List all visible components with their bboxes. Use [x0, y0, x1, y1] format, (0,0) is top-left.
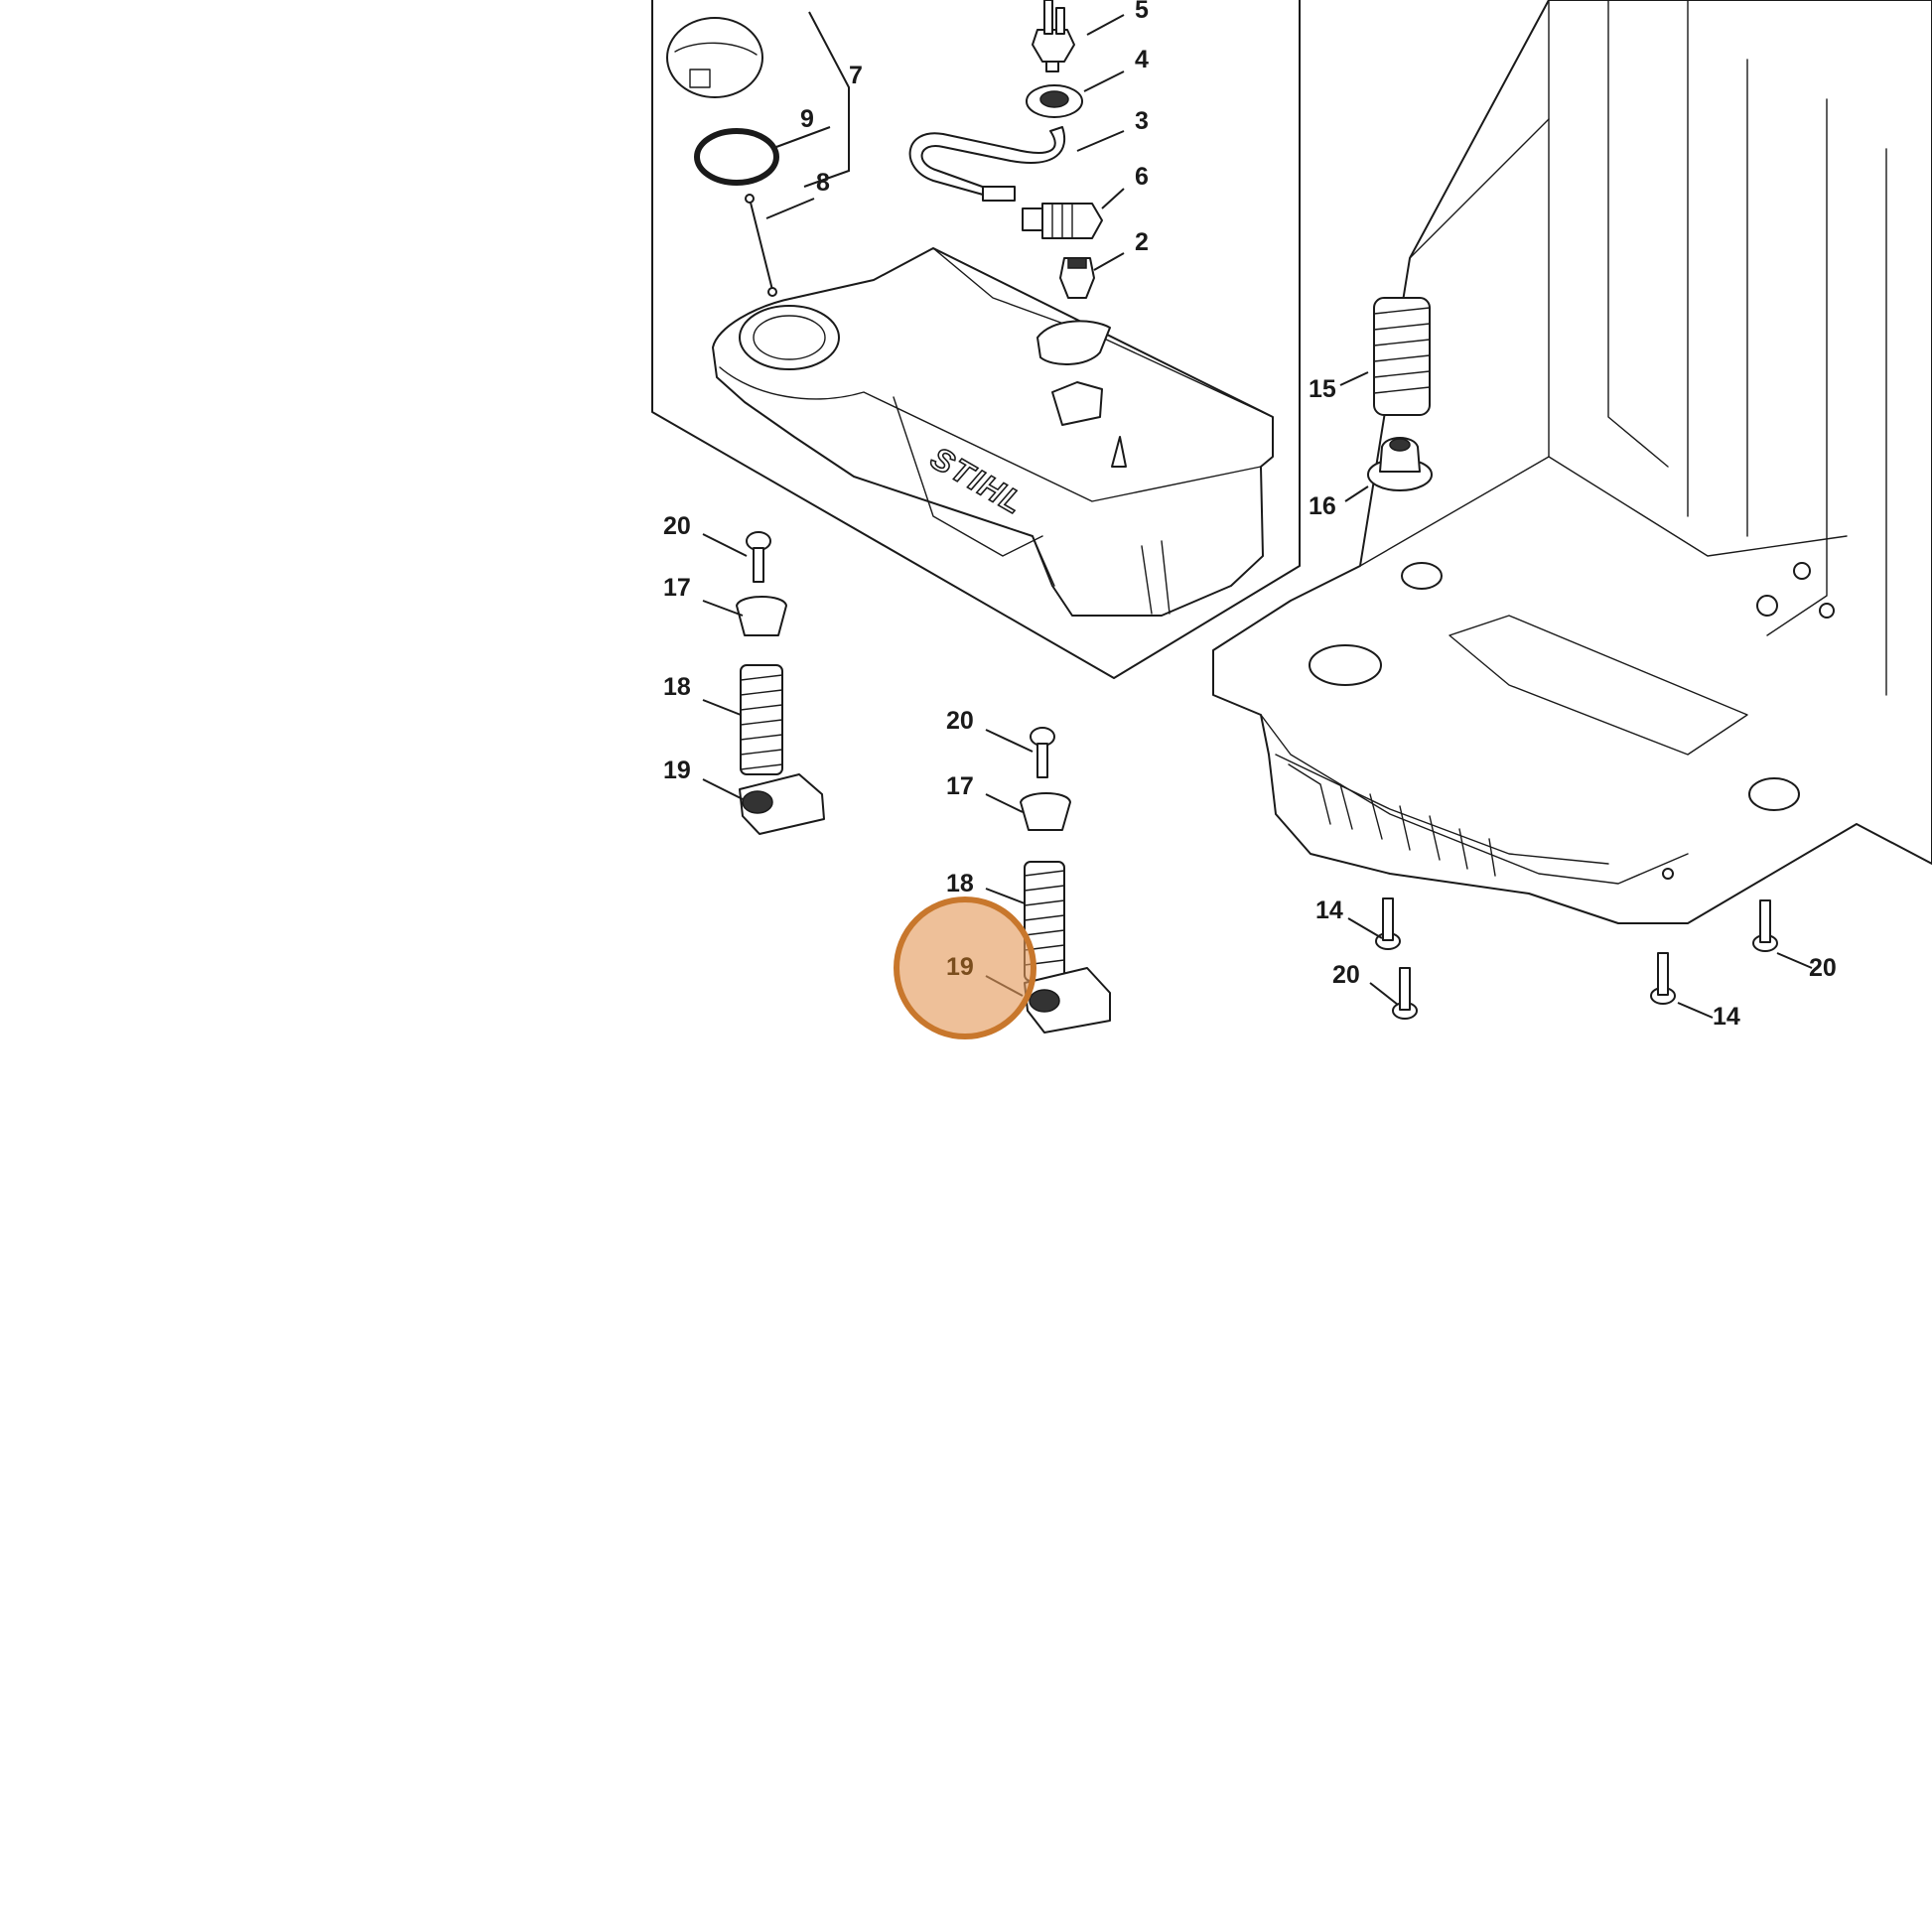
grommet: [1026, 84, 1083, 118]
left-screw: [746, 531, 771, 583]
callout-15: 15: [1309, 375, 1336, 403]
callout-20-right: 20: [1809, 954, 1837, 982]
callout-14-right: 14: [1713, 1003, 1740, 1031]
callout-17-left: 17: [663, 574, 691, 602]
callout-labels: 5 4 3 6 2 7 9 8 20 17 18 19 20 17 18 19 …: [663, 0, 1837, 1031]
suction-hose: [908, 126, 1066, 202]
screw-14b: [1650, 952, 1676, 1005]
center-damper-mount: [1024, 967, 1111, 1034]
center-sleeve: [1020, 792, 1071, 831]
callout-19-highlighted: 19: [946, 953, 974, 981]
screw-20c: [1752, 899, 1778, 952]
callout-19-left: 19: [663, 757, 691, 784]
callout-20-left: 20: [663, 512, 691, 540]
left-spring: [740, 664, 783, 775]
left-sleeve: [736, 596, 787, 636]
tank-cap: [666, 17, 763, 98]
callout-7: 7: [849, 62, 863, 89]
callout-9: 9: [800, 105, 814, 133]
fuel-tank: STIHL: [712, 247, 1274, 617]
callout-16: 16: [1309, 492, 1336, 520]
callout-17-center: 17: [946, 772, 974, 800]
callout-18-left: 18: [663, 673, 691, 701]
fuel-filter: [1022, 203, 1103, 239]
carrier-frame: [1212, 0, 1932, 924]
o-ring: [694, 128, 779, 186]
callout-4: 4: [1135, 46, 1149, 73]
valve-plug: [1059, 257, 1095, 299]
fuel-valve: [1032, 0, 1075, 72]
callout-5: 5: [1135, 0, 1149, 24]
top-spring: [1373, 297, 1431, 416]
callout-6: 6: [1135, 163, 1149, 191]
screw-20b: [1392, 967, 1418, 1020]
retaining-cord: [745, 194, 777, 297]
callout-20-center: 20: [946, 707, 974, 735]
callout-18-center: 18: [946, 870, 974, 897]
callout-2: 2: [1135, 228, 1149, 256]
callout-3: 3: [1135, 107, 1149, 135]
left-damper-mount: [739, 773, 825, 835]
bracket-7: [803, 11, 850, 188]
callout-8: 8: [816, 169, 830, 197]
callout-14-left: 14: [1315, 897, 1343, 924]
spring-buffer: [1367, 437, 1433, 491]
highlight-marker: [894, 897, 1036, 1039]
center-screw: [1030, 727, 1055, 778]
inset-frame: [651, 0, 1301, 679]
screw-14a: [1375, 897, 1401, 950]
callout-20-bottom: 20: [1332, 961, 1360, 989]
